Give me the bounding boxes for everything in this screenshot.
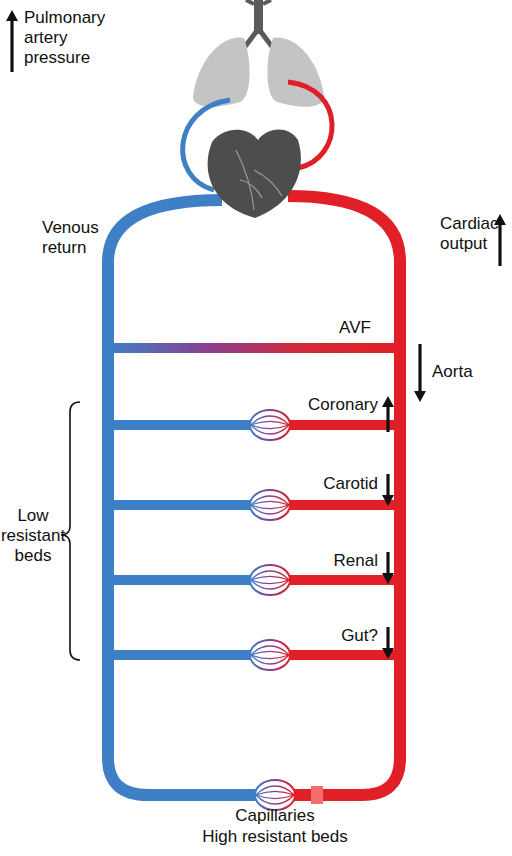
change-arrow <box>382 396 394 432</box>
change-arrow <box>382 552 394 584</box>
capillary-bed <box>250 565 290 595</box>
avf-shunt <box>108 343 400 353</box>
text-label: Low resistant beds <box>0 506 66 566</box>
change-arrow <box>382 474 394 506</box>
venous-vessel <box>108 200 256 795</box>
venous-branch <box>108 420 252 430</box>
capillary-bed <box>250 640 290 670</box>
text-label: High resistant beds <box>135 827 415 847</box>
arterial-branch <box>288 575 400 585</box>
arterial-branch <box>288 500 400 510</box>
change-arrow <box>414 344 426 402</box>
text-label: Gut? <box>270 626 378 646</box>
text-label: Pulmonary artery pressure <box>24 8 114 68</box>
text-label: Renal <box>270 551 378 571</box>
change-arrow <box>382 627 394 659</box>
text-label: Capillaries <box>155 806 395 826</box>
text-label: Venous return <box>42 218 108 258</box>
venous-branch <box>108 575 252 585</box>
arterial-vessel <box>288 196 400 795</box>
text-label: AVF <box>320 318 390 338</box>
heart <box>208 129 301 218</box>
resistance-marker <box>311 786 323 804</box>
text-label: Carotid <box>270 474 378 494</box>
venous-branch <box>108 500 252 510</box>
lungs <box>193 0 324 107</box>
text-label: Cardiac output <box>440 214 506 254</box>
capillary-bed <box>250 490 290 520</box>
text-label: Coronary <box>270 395 378 415</box>
venous-branch <box>108 650 252 660</box>
capillary-bed <box>255 780 295 810</box>
text-label: Aorta <box>432 362 502 382</box>
arterial-branch <box>288 420 400 430</box>
change-arrow <box>6 10 18 72</box>
arterial-branch <box>288 650 400 660</box>
capillary-bed <box>250 410 290 440</box>
